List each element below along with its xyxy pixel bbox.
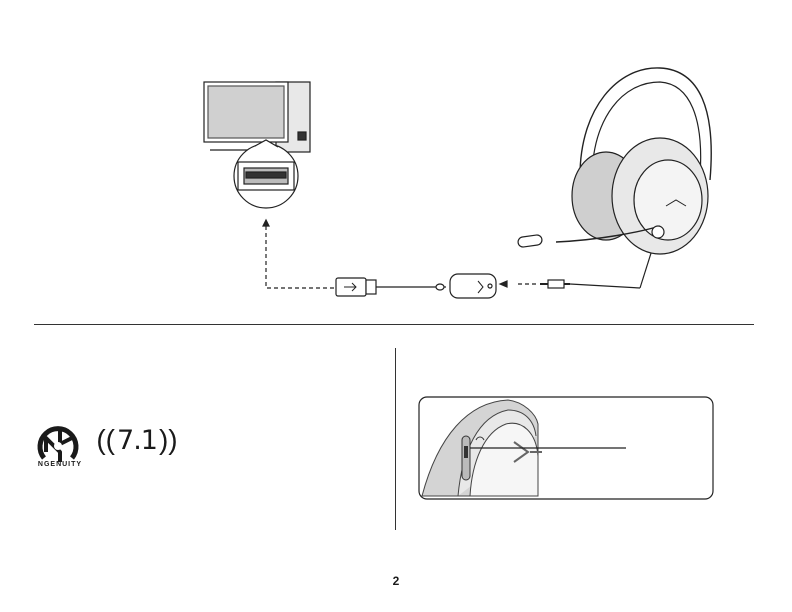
connection-diagram [0,0,792,320]
page-number: 2 [386,574,406,588]
earcup-detail-illustration [418,396,714,500]
usb-plug-icon [336,278,446,296]
ngenuity-label: NGENUITY [30,461,90,468]
audio-jack-icon [540,250,652,288]
surround-close-glyph: )) [159,426,178,454]
headset-icon [517,68,711,254]
computer-icon [204,82,310,152]
surround-7-1-badge: (( 7.1 )) [96,420,178,460]
column-divider [395,348,396,530]
surround-open-glyph: (( [96,426,115,454]
section-divider [34,324,754,325]
surround-value: 7.1 [117,425,157,456]
usb-sound-card-icon [450,274,496,298]
